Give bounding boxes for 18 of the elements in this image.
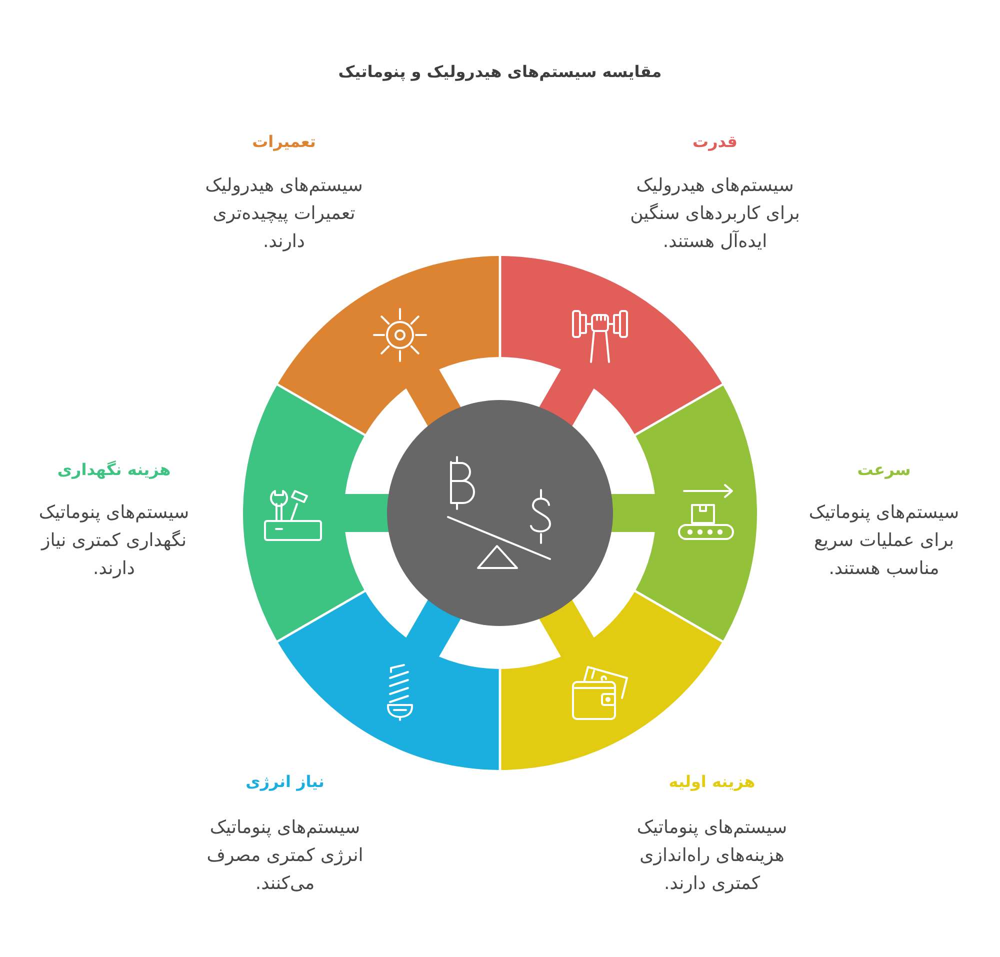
segment-heading: هزینه اولیه <box>668 771 756 793</box>
segment-heading: هزینه نگهداری <box>56 459 172 481</box>
segment-description: سیستم‌های هیدرولیک برای کاربردهای سنگین ایده‌آل هستند. <box>629 174 801 254</box>
segment-description: سیستم‌های پنوماتیک هزینه‌های راه‌اندازی کمتری دارند. <box>636 816 788 896</box>
ring-segment <box>501 256 722 434</box>
ring-segment <box>501 592 722 770</box>
diagram-title: مقایسه سیستم‌های هیدرولیک و پنوماتیک <box>337 61 663 83</box>
segment-description: سیستم‌های پنوماتیک انرژی کمتری مصرف می‌کنند. <box>206 816 364 896</box>
segment-heading: سرعت <box>856 459 912 481</box>
segment-description: سیستم‌های هیدرولیک تعمیرات پیچیده‌تری دارند. <box>204 174 364 254</box>
segment-description: سیستم‌های پنوماتیک برای عملیات سریع مناسب هستند. <box>808 501 960 581</box>
segment-heading: قدرت <box>691 131 738 153</box>
center-circle <box>387 400 613 626</box>
segment-heading: تعمیرات <box>251 131 317 153</box>
segment-description: سیستم‌های پنوماتیک نگهداری کمتری نیاز دارند. <box>38 501 190 581</box>
segment-heading: نیاز انرژی <box>244 771 326 793</box>
ring-segment <box>278 592 499 770</box>
ring-segment <box>278 256 499 434</box>
